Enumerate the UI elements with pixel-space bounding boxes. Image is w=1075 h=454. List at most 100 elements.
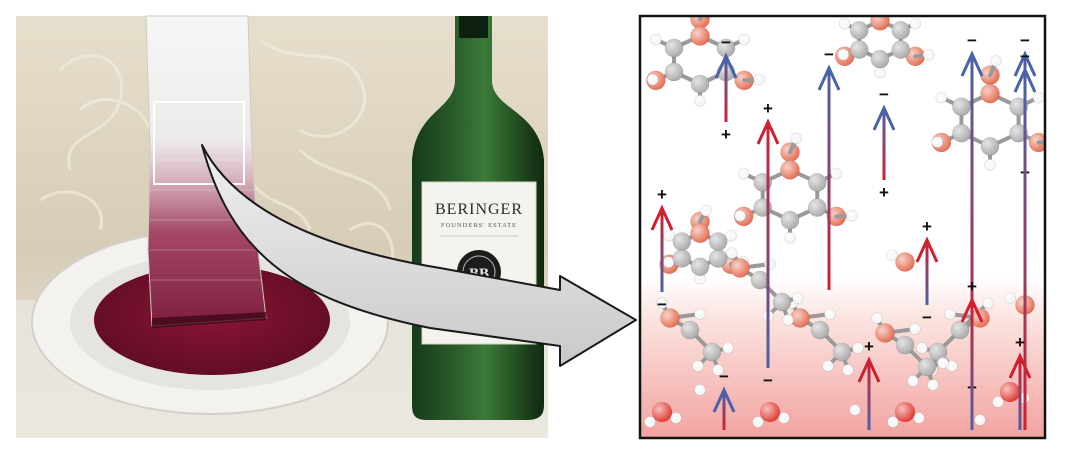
atom-highlight bbox=[990, 55, 1002, 67]
dipole-bottom-charge: − bbox=[922, 308, 932, 327]
atom-highlight bbox=[952, 124, 971, 143]
oxygen-atom bbox=[690, 223, 710, 243]
hydrogen-atom bbox=[701, 0, 712, 11]
atom-highlight bbox=[874, 67, 886, 79]
dipole-head bbox=[1008, 352, 1032, 379]
carbon-atom bbox=[807, 173, 827, 192]
atom-highlight bbox=[839, 18, 851, 30]
atom-highlight bbox=[760, 402, 780, 422]
carbon-atom bbox=[895, 335, 915, 355]
carbon-atom bbox=[690, 257, 710, 277]
hydrogen-atom bbox=[984, 159, 996, 171]
hydrogen-atom bbox=[824, 308, 836, 320]
atom-highlight bbox=[734, 210, 746, 222]
atom-highlight bbox=[981, 137, 999, 156]
atom-highlight bbox=[780, 160, 800, 180]
carbon-atom bbox=[1009, 123, 1028, 143]
oxygen-atom bbox=[730, 258, 750, 278]
carbon-atom bbox=[672, 249, 692, 268]
atom-highlight bbox=[644, 416, 656, 428]
atom-highlight bbox=[690, 223, 710, 243]
label-brand: BERINGER bbox=[435, 201, 523, 218]
hydrogen-atom bbox=[656, 297, 668, 309]
dipole-top-charge: − bbox=[824, 45, 834, 64]
atom-highlight bbox=[694, 308, 706, 320]
hydrogen-atom bbox=[887, 416, 899, 428]
hydrogen-atom bbox=[907, 375, 919, 387]
atom-highlight bbox=[1049, 137, 1060, 148]
carbon-atom bbox=[680, 320, 700, 340]
dipole-arrow: +− bbox=[756, 99, 780, 390]
hydrogen-atom bbox=[694, 308, 706, 320]
dipole-top-charge: + bbox=[967, 277, 977, 296]
dipole-top-charge: + bbox=[763, 99, 773, 118]
atom-highlight bbox=[876, 16, 884, 17]
hydrogen-atom bbox=[842, 364, 854, 376]
hydrogen-atom bbox=[946, 360, 958, 372]
carbon-atom bbox=[810, 320, 830, 340]
atom-highlight bbox=[726, 247, 738, 259]
carbon-atom bbox=[950, 320, 970, 340]
hydrogen-atom bbox=[837, 48, 850, 61]
oxygen-atom bbox=[780, 160, 800, 180]
atom-highlight bbox=[875, 323, 895, 343]
hydrogen-atom bbox=[725, 229, 737, 242]
dipole-head bbox=[712, 386, 736, 413]
atom-highlight bbox=[730, 258, 750, 278]
atom-highlight bbox=[790, 308, 810, 328]
hydrogen-atom bbox=[670, 412, 682, 424]
hydrogen-atom bbox=[778, 412, 790, 424]
atom-highlight bbox=[871, 312, 883, 324]
atom-highlight bbox=[824, 308, 836, 320]
dipole-head bbox=[857, 356, 881, 383]
dipole-top-charge: + bbox=[922, 217, 932, 236]
atom-highlight bbox=[909, 323, 921, 335]
atom-highlight bbox=[672, 232, 691, 251]
dipole-head bbox=[714, 52, 738, 79]
atom-highlight bbox=[700, 205, 712, 217]
atom-highlight bbox=[690, 26, 710, 46]
hydrogen-atom bbox=[694, 95, 706, 107]
atom-highlight bbox=[716, 39, 735, 57]
atom-highlight bbox=[923, 49, 935, 61]
atom-highlight bbox=[703, 343, 721, 361]
atom-highlight bbox=[665, 63, 684, 81]
atom-highlight bbox=[691, 75, 709, 93]
hydrogen-atom bbox=[830, 167, 843, 180]
oxygen-atom bbox=[980, 83, 1000, 104]
atom-highlight bbox=[907, 375, 919, 387]
atom-highlight bbox=[937, 357, 949, 369]
dipole-head bbox=[1013, 66, 1037, 93]
carbon-atom bbox=[702, 342, 722, 362]
atom-body bbox=[701, 0, 712, 11]
atom-highlight bbox=[837, 49, 849, 61]
dipole-top-charge: − bbox=[879, 85, 889, 104]
carbon-atom bbox=[807, 198, 827, 217]
dipole-layer: −+−+−+−−+−++−−++−−+−++ bbox=[650, 31, 1037, 438]
atom-highlight bbox=[784, 232, 796, 244]
dipole-head bbox=[756, 118, 780, 145]
damask-pattern bbox=[39, 38, 395, 271]
dipole-arrow: +− bbox=[857, 337, 881, 438]
atom-highlight bbox=[701, 0, 712, 11]
carbon-atom bbox=[664, 62, 684, 82]
atom-highlight bbox=[1004, 292, 1016, 304]
atom-highlight bbox=[886, 249, 898, 261]
atom-highlight bbox=[849, 404, 861, 416]
atom-highlight bbox=[927, 379, 939, 391]
atom-highlight bbox=[690, 16, 710, 29]
hydrogen-atom bbox=[886, 249, 898, 261]
hydrogen-atom bbox=[663, 229, 675, 242]
atom-highlight bbox=[738, 34, 750, 46]
dipole-top-charge: − bbox=[1020, 31, 1030, 50]
dipole-arrow: −+ bbox=[712, 367, 736, 438]
dipole-bottom-charge: − bbox=[763, 371, 773, 390]
carbon-atom bbox=[750, 270, 770, 290]
dipole-top-charge: − bbox=[967, 31, 977, 50]
carbon-atom bbox=[891, 21, 911, 40]
oxygen-atom bbox=[690, 26, 710, 46]
oxygen-atom bbox=[875, 323, 895, 343]
atom-highlight bbox=[929, 343, 947, 361]
atom-highlight bbox=[830, 168, 842, 180]
